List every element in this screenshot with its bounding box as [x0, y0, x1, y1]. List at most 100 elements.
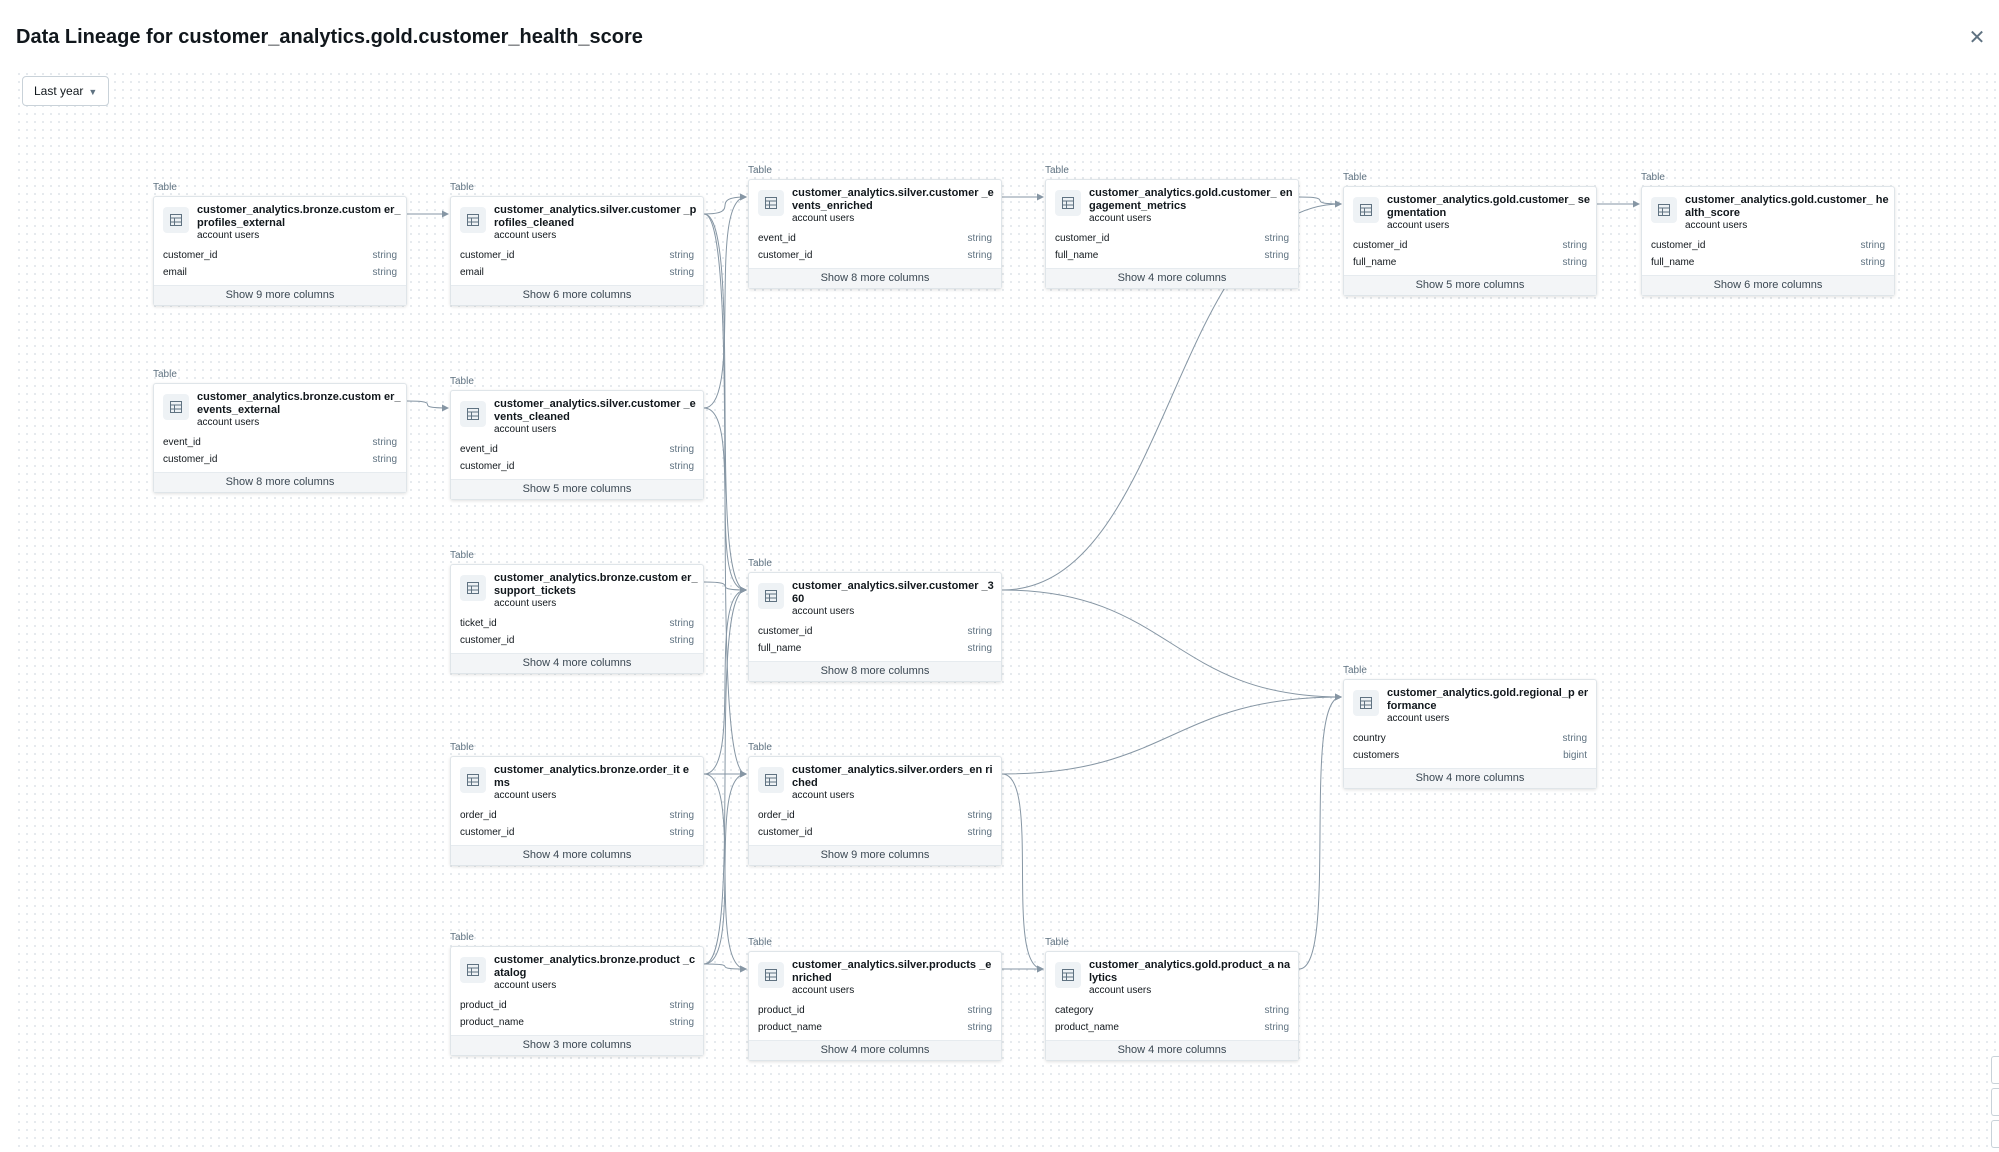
fit-view-button[interactable] — [1991, 1120, 1999, 1148]
table-card[interactable]: customer_analytics.gold.customer_ engage… — [1045, 179, 1299, 289]
column-name: customer_id — [460, 250, 515, 261]
node-header[interactable]: customer_analytics.bronze.order_it ems a… — [451, 757, 703, 805]
node-header[interactable]: customer_analytics.bronze.product _catal… — [451, 947, 703, 995]
table-card[interactable]: customer_analytics.bronze.order_it ems a… — [450, 756, 704, 866]
table-owner: account users — [494, 230, 557, 241]
table-name[interactable]: customer_analytics.bronze.product _catal… — [494, 954, 696, 979]
lineage-node[interactable]: Table customer_analytics.silver.customer… — [748, 165, 1002, 289]
table-card[interactable]: customer_analytics.gold.product_a nalyti… — [1045, 951, 1299, 1061]
show-more-columns-button[interactable]: Show 6 more columns — [451, 285, 703, 305]
lineage-node[interactable]: Table customer_analytics.bronze.order_it… — [450, 742, 704, 866]
node-header[interactable]: customer_analytics.bronze.custom er_prof… — [154, 197, 406, 245]
lineage-node[interactable]: Table customer_analytics.silver.orders_e… — [748, 742, 1002, 866]
node-type-label: Table — [450, 550, 474, 561]
show-more-columns-button[interactable]: Show 4 more columns — [1344, 768, 1596, 788]
node-header[interactable]: customer_analytics.silver.orders_en rich… — [749, 757, 1001, 805]
lineage-node[interactable]: Table customer_analytics.bronze.product … — [450, 932, 704, 1056]
table-card[interactable]: customer_analytics.gold.customer_ health… — [1641, 186, 1895, 296]
table-card[interactable]: customer_analytics.silver.customer _360 … — [748, 572, 1002, 682]
table-name[interactable]: customer_analytics.bronze.custom er_prof… — [197, 204, 401, 229]
show-more-columns-button[interactable]: Show 4 more columns — [749, 1040, 1001, 1060]
lineage-node[interactable]: Table customer_analytics.gold.customer_ … — [1343, 172, 1597, 296]
show-more-columns-button[interactable]: Show 6 more columns — [1642, 275, 1894, 295]
table-name[interactable]: customer_analytics.silver.customer _even… — [494, 398, 696, 423]
zoom-in-button[interactable] — [1991, 1056, 1999, 1084]
show-more-columns-button[interactable]: Show 9 more columns — [749, 845, 1001, 865]
node-header[interactable]: customer_analytics.gold.customer_ health… — [1642, 187, 1894, 235]
table-name[interactable]: customer_analytics.gold.customer_ engage… — [1089, 187, 1293, 212]
lineage-node[interactable]: Table customer_analytics.gold.customer_ … — [1641, 172, 1895, 296]
column-name: full_name — [1353, 257, 1397, 268]
table-name[interactable]: customer_analytics.bronze.custom er_supp… — [494, 572, 698, 597]
lineage-node[interactable]: Table customer_analytics.silver.customer… — [748, 558, 1002, 682]
table-name[interactable]: customer_analytics.silver.orders_en rich… — [792, 764, 993, 789]
node-header[interactable]: customer_analytics.gold.customer_ engage… — [1046, 180, 1298, 228]
table-owner: account users — [494, 790, 557, 801]
lineage-node[interactable]: Table customer_analytics.bronze.custom e… — [153, 369, 407, 493]
lineage-node[interactable]: Table customer_analytics.gold.customer_ … — [1045, 165, 1299, 289]
node-header[interactable]: customer_analytics.gold.customer_ segmen… — [1344, 187, 1596, 235]
lineage-node[interactable]: Table customer_analytics.bronze.custom e… — [153, 182, 407, 306]
show-more-columns-button[interactable]: Show 4 more columns — [1046, 268, 1298, 288]
table-name[interactable]: customer_analytics.gold.regional_p erfor… — [1387, 687, 1589, 712]
table-card[interactable]: customer_analytics.bronze.custom er_prof… — [153, 196, 407, 306]
lineage-node[interactable]: Table customer_analytics.silver.customer… — [450, 182, 704, 306]
table-card[interactable]: customer_analytics.gold.customer_ segmen… — [1343, 186, 1597, 296]
table-name[interactable]: customer_analytics.silver.customer _360 — [792, 580, 994, 605]
show-more-columns-button[interactable]: Show 9 more columns — [154, 285, 406, 305]
lineage-node[interactable]: Table customer_analytics.silver.customer… — [450, 376, 704, 500]
show-more-columns-button[interactable]: Show 4 more columns — [451, 845, 703, 865]
table-icon — [1055, 190, 1081, 216]
table-name[interactable]: customer_analytics.gold.customer_ health… — [1685, 194, 1889, 219]
show-more-columns-button[interactable]: Show 4 more columns — [1046, 1040, 1298, 1060]
node-header[interactable]: customer_analytics.bronze.custom er_even… — [154, 384, 406, 432]
zoom-out-button[interactable] — [1991, 1088, 1999, 1116]
table-card[interactable]: customer_analytics.silver.orders_en rich… — [748, 756, 1002, 866]
table-name[interactable]: customer_analytics.gold.customer_ segmen… — [1387, 194, 1590, 219]
show-more-columns-button[interactable]: Show 5 more columns — [1344, 275, 1596, 295]
show-more-columns-button[interactable]: Show 4 more columns — [451, 653, 703, 673]
lineage-node[interactable]: Table customer_analytics.gold.regional_p… — [1343, 665, 1597, 789]
table-name[interactable]: customer_analytics.silver.products _enri… — [792, 959, 992, 984]
close-icon[interactable]: ✕ — [1968, 27, 1986, 49]
column-name: product_name — [460, 1017, 524, 1028]
table-card[interactable]: customer_analytics.silver.customer _even… — [450, 390, 704, 500]
table-owner: account users — [1089, 985, 1152, 996]
table-card[interactable]: customer_analytics.silver.customer _prof… — [450, 196, 704, 306]
node-header[interactable]: customer_analytics.gold.product_a nalyti… — [1046, 952, 1298, 1000]
node-header[interactable]: customer_analytics.silver.customer _prof… — [451, 197, 703, 245]
column-name: customers — [1353, 750, 1400, 761]
show-more-columns-button[interactable]: Show 8 more columns — [749, 661, 1001, 681]
show-more-columns-button[interactable]: Show 3 more columns — [451, 1035, 703, 1055]
table-name[interactable]: customer_analytics.gold.product_a nalyti… — [1089, 959, 1291, 984]
node-header[interactable]: customer_analytics.silver.customer _360 … — [749, 573, 1001, 621]
column-row: country string — [1353, 730, 1587, 747]
node-header[interactable]: customer_analytics.silver.customer _even… — [451, 391, 703, 439]
table-card[interactable]: customer_analytics.bronze.custom er_supp… — [450, 564, 704, 674]
show-more-columns-button[interactable]: Show 8 more columns — [749, 268, 1001, 288]
time-range-dropdown[interactable]: Last year▼ — [22, 76, 110, 106]
node-header[interactable]: customer_analytics.silver.products _enri… — [749, 952, 1001, 1000]
table-name[interactable]: customer_analytics.bronze.order_it ems — [494, 764, 690, 789]
column-list: country string customers bigint — [1344, 728, 1596, 768]
lineage-node[interactable]: Table customer_analytics.silver.products… — [748, 937, 1002, 1061]
table-name[interactable]: customer_analytics.bronze.custom er_even… — [197, 391, 401, 416]
column-row: product_name string — [1055, 1019, 1289, 1036]
table-card[interactable]: customer_analytics.bronze.custom er_even… — [153, 383, 407, 493]
node-header[interactable]: customer_analytics.silver.customer _even… — [749, 180, 1001, 228]
table-name[interactable]: customer_analytics.silver.customer _even… — [792, 187, 994, 212]
node-header[interactable]: customer_analytics.gold.regional_p erfor… — [1344, 680, 1596, 728]
node-type-label: Table — [748, 742, 772, 753]
table-card[interactable]: customer_analytics.bronze.product _catal… — [450, 946, 704, 1056]
column-name: event_id — [163, 437, 201, 448]
show-more-columns-button[interactable]: Show 8 more columns — [154, 472, 406, 492]
table-card[interactable]: customer_analytics.silver.customer _even… — [748, 179, 1002, 289]
zoom-controls[interactable] — [1991, 1056, 1999, 1152]
lineage-node[interactable]: Table customer_analytics.gold.product_a … — [1045, 937, 1299, 1061]
table-name[interactable]: customer_analytics.silver.customer _prof… — [494, 204, 697, 229]
node-header[interactable]: customer_analytics.bronze.custom er_supp… — [451, 565, 703, 613]
lineage-node[interactable]: Table customer_analytics.bronze.custom e… — [450, 550, 704, 674]
show-more-columns-button[interactable]: Show 5 more columns — [451, 479, 703, 499]
table-card[interactable]: customer_analytics.silver.products _enri… — [748, 951, 1002, 1061]
table-card[interactable]: customer_analytics.gold.regional_p erfor… — [1343, 679, 1597, 789]
